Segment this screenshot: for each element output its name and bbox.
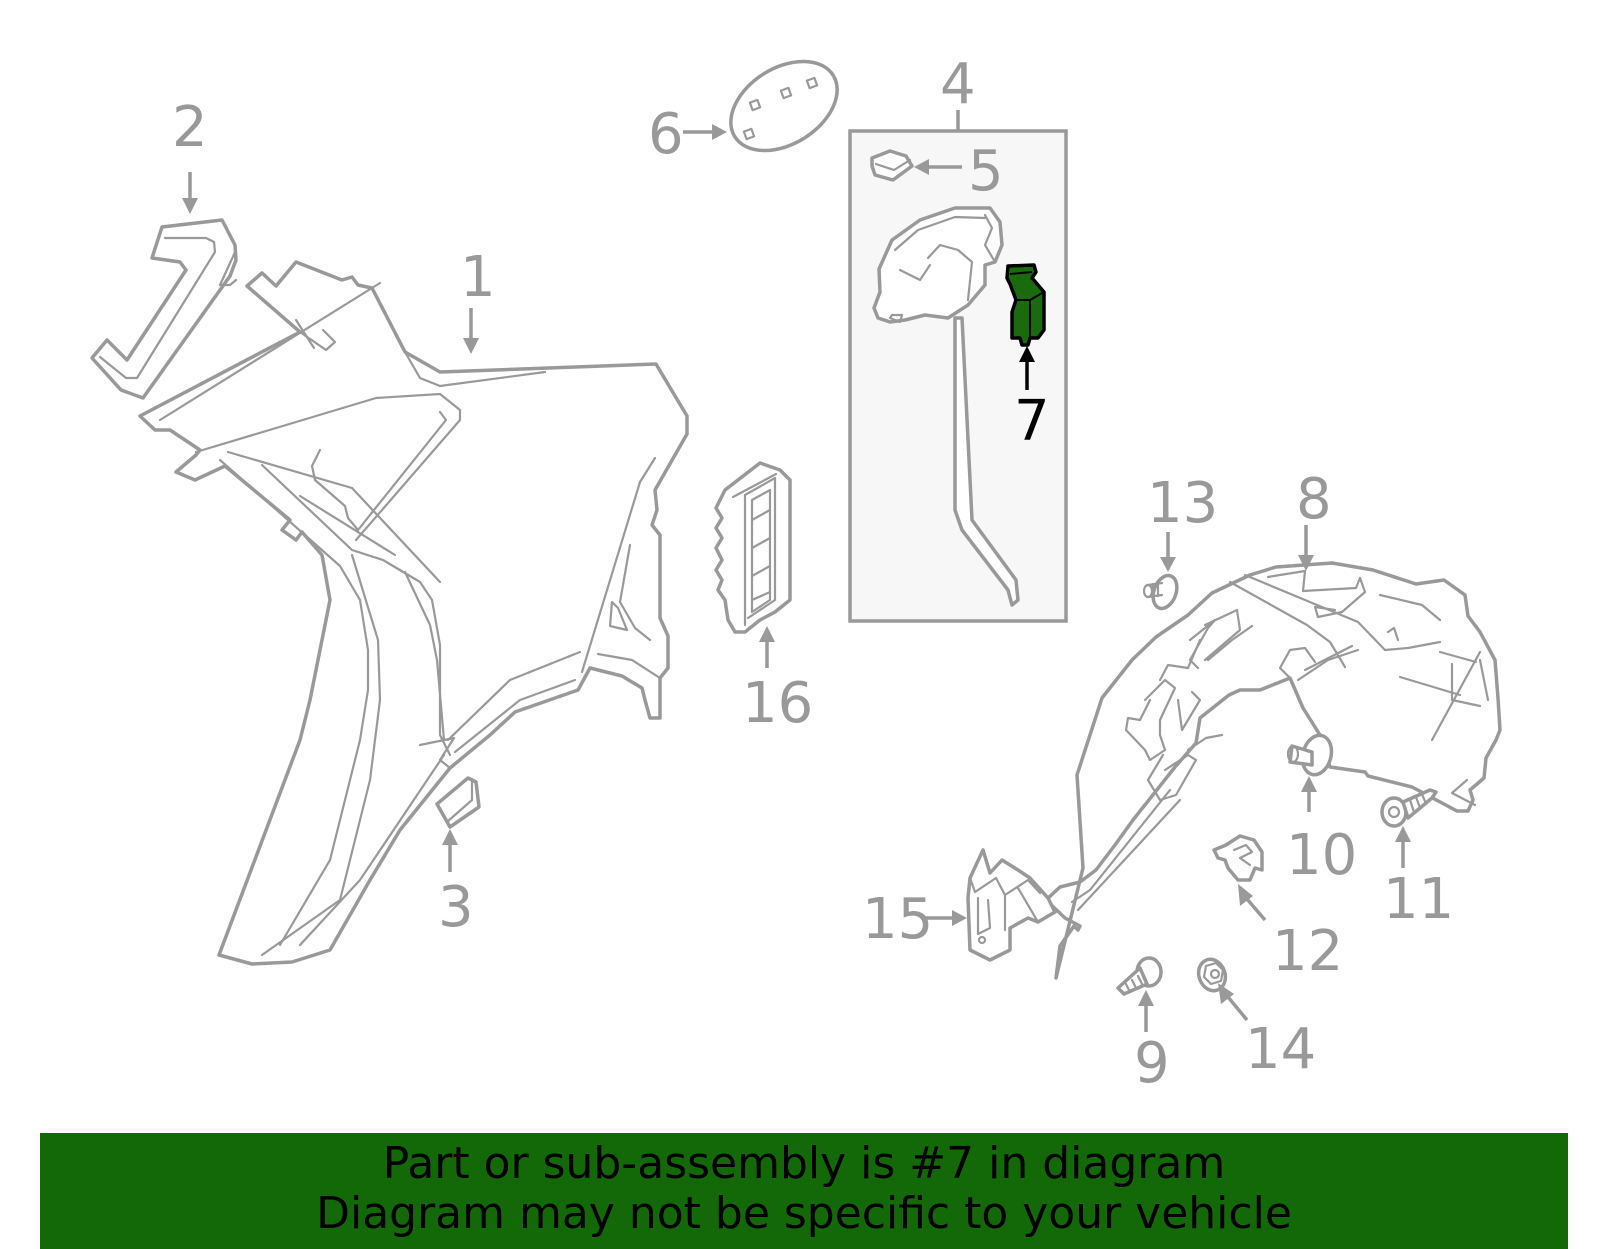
svg-text:1: 1 — [460, 245, 496, 310]
callout-14: 14 — [1218, 983, 1316, 1082]
part-8-wheel-liner[interactable] — [1044, 561, 1502, 980]
callout-6: 6 — [648, 102, 727, 167]
banner-line-part-number: Part or sub-assembly is #7 in diagram — [382, 1138, 1226, 1189]
svg-text:16: 16 — [742, 671, 813, 736]
part-2-bracket[interactable] — [90, 218, 238, 400]
part-1-quarter-panel[interactable] — [138, 260, 689, 966]
callout-15: 15 — [862, 887, 967, 952]
part-12-clip[interactable] — [1212, 834, 1264, 882]
callout-10: 10 — [1286, 776, 1357, 888]
callout-12: 12 — [1238, 884, 1343, 984]
callout-9: 9 — [1134, 990, 1170, 1096]
callout-4: 4 — [940, 52, 976, 131]
svg-text:7: 7 — [1014, 389, 1050, 454]
svg-text:6: 6 — [648, 102, 684, 167]
callout-2: 2 — [172, 95, 208, 214]
callout-16: 16 — [742, 626, 813, 736]
svg-text:2: 2 — [172, 95, 208, 160]
part-7-highlighted[interactable] — [1005, 263, 1046, 347]
part-15-bracket[interactable] — [966, 848, 1057, 962]
svg-text:15: 15 — [862, 887, 933, 952]
svg-text:9: 9 — [1134, 1031, 1170, 1096]
svg-text:8: 8 — [1296, 467, 1332, 532]
svg-text:3: 3 — [438, 875, 474, 940]
part-4-fuel-door-housing[interactable] — [872, 206, 1020, 607]
part-9-bolt[interactable] — [1116, 956, 1163, 996]
part-11-screw[interactable] — [1380, 788, 1438, 828]
callout-13: 13 — [1147, 471, 1218, 572]
svg-text:13: 13 — [1147, 471, 1218, 536]
part-10-push-pin[interactable] — [1286, 732, 1336, 778]
callout-8: 8 — [1296, 467, 1332, 571]
part-5-clip[interactable] — [870, 149, 914, 182]
svg-text:5: 5 — [968, 139, 1004, 204]
callout-7: 7 — [1014, 346, 1050, 454]
part-6-gasket[interactable] — [715, 43, 854, 169]
svg-text:11: 11 — [1383, 867, 1454, 932]
info-banner: Part or sub-assembly is #7 in diagram Di… — [40, 1133, 1568, 1249]
svg-text:12: 12 — [1272, 919, 1343, 984]
banner-line-disclaimer: Diagram may not be specific to your vehi… — [316, 1188, 1292, 1239]
svg-text:10: 10 — [1286, 823, 1357, 888]
callout-5: 5 — [914, 139, 1004, 204]
callout-1: 1 — [460, 245, 496, 354]
svg-text:14: 14 — [1245, 1017, 1316, 1082]
part-13-push-pin[interactable] — [1142, 572, 1181, 611]
part-16-vent[interactable] — [714, 461, 792, 634]
callout-11: 11 — [1383, 826, 1454, 932]
callout-3: 3 — [438, 829, 474, 940]
part-14-nut[interactable] — [1194, 956, 1229, 995]
part-3-clip[interactable] — [435, 776, 481, 829]
svg-text:4: 4 — [940, 52, 976, 117]
